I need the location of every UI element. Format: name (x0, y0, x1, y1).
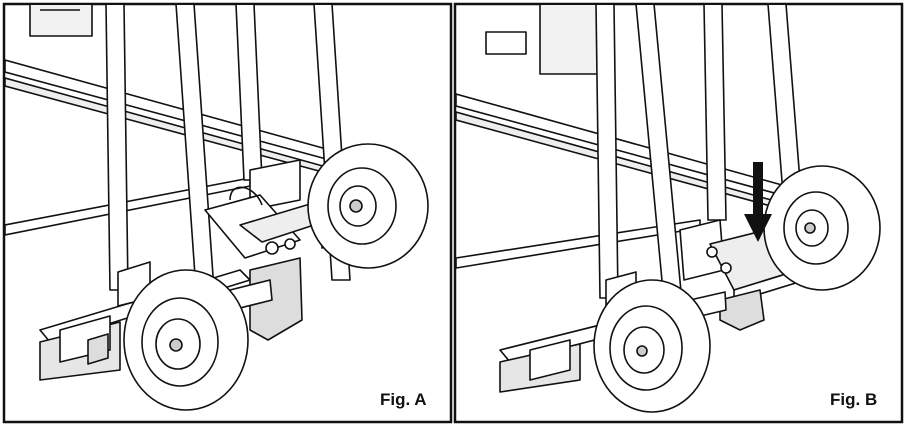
rear-wheel-b (763, 165, 881, 291)
machine-box-b (485, 5, 605, 75)
front-wheel-b (593, 279, 711, 413)
front-wheel-a (123, 269, 249, 411)
rear-wheel-a (307, 143, 429, 269)
upright-tubes-b (595, 5, 805, 303)
panel-fig-a: Fig. A (2, 2, 453, 424)
fig-b-label: Fig. B (830, 390, 877, 409)
machine-box-a (29, 5, 93, 37)
press-down-arrow-icon (744, 162, 772, 242)
panel-fig-b: Fig. B (453, 2, 904, 424)
fig-a-label: Fig. A (380, 390, 427, 409)
